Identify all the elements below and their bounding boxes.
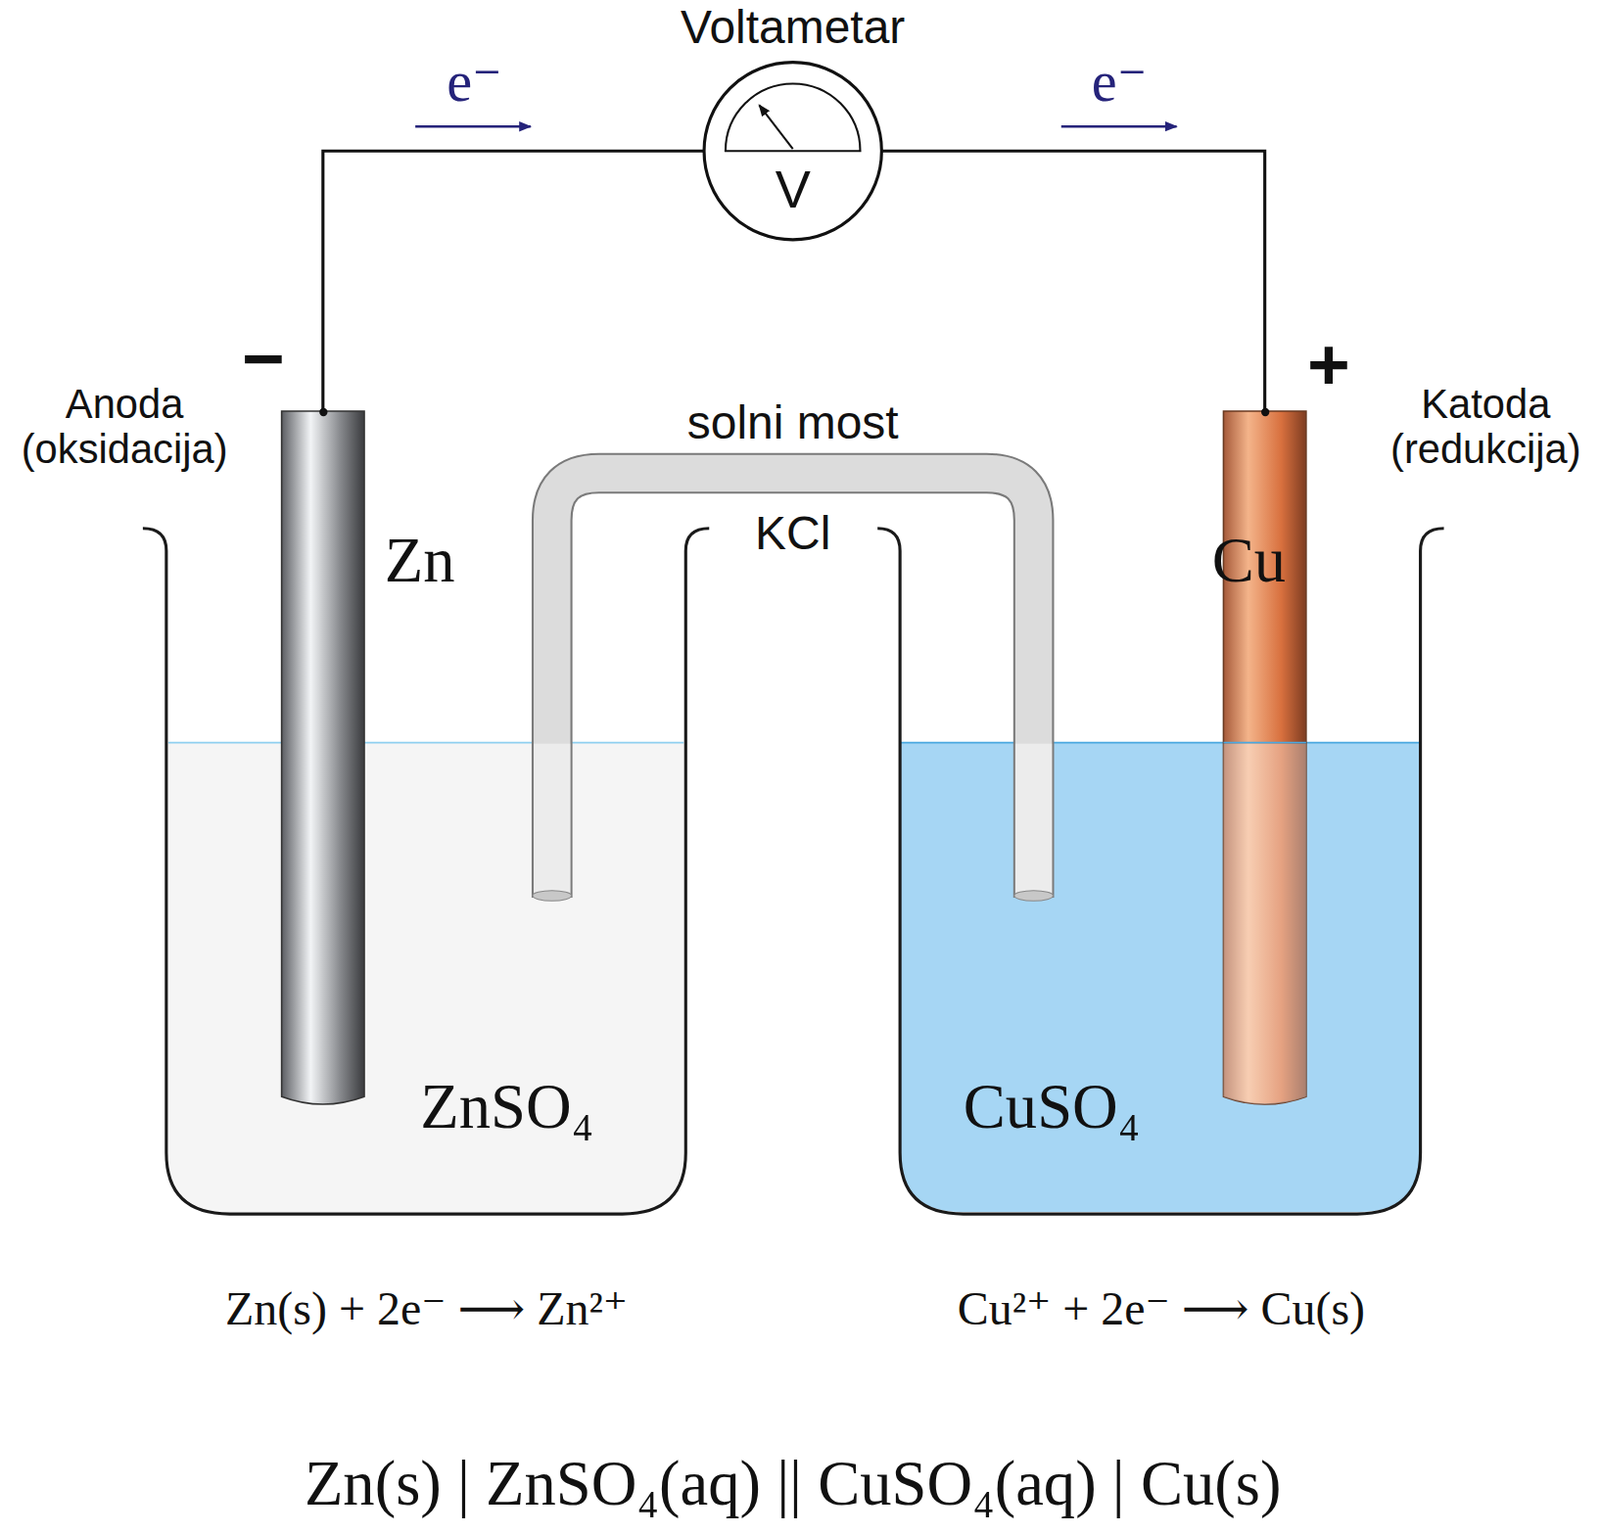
znso4-solution (168, 743, 684, 1213)
electrode-role: Anoda (oksidacija) (3, 381, 245, 472)
electrode-name: Cu (1212, 525, 1286, 596)
part-name: solni most (687, 396, 899, 449)
half-reaction: Cu²⁺ + 2e⁻ ⟶ Cu(s) (957, 1283, 1365, 1336)
electron-arrow (415, 125, 531, 129)
electrolyte-name: CuSO₄ (963, 1071, 1141, 1141)
electrode-name: Zn (384, 525, 456, 596)
copper-submerged (1223, 744, 1306, 1105)
wire (323, 150, 705, 412)
salt-bridge-submerged (1015, 744, 1053, 897)
solution-surface (899, 742, 1420, 745)
zinc-electrode (282, 411, 365, 1105)
salt-bridge-outline (552, 473, 1035, 899)
beaker-outline (142, 528, 709, 1215)
electrode-role: Katoda (redukcija) (1373, 381, 1599, 472)
copper-electrode: Cu (1223, 411, 1306, 1106)
salt-bridge-tube (552, 473, 1035, 899)
copper-half-cell: CuSO₄ (899, 530, 1420, 1213)
cell-notation: Zn(s) | ZnSO₄(aq) || CuSO₄(aq) | Cu(s) (304, 1449, 1282, 1519)
polarity-sign: + (1307, 324, 1351, 406)
salt-bridge: solni mostKCl (532, 454, 1053, 898)
salt-bridge-submerged (533, 744, 571, 897)
zinc-electrode: Zn (282, 411, 365, 1106)
voltmeter-body (704, 62, 882, 240)
voltmeter-symbol: V (775, 160, 811, 220)
electron-arrow (1061, 125, 1177, 129)
voltmeter-dial (725, 83, 861, 151)
instrument-name: Voltametar (680, 0, 905, 53)
electron-label: e⁻ (446, 50, 503, 114)
salt-bridge-frit (532, 891, 572, 901)
solution-surface (168, 742, 684, 745)
wire (881, 150, 1265, 412)
electrolyte-name: KCl (754, 507, 831, 560)
polarity-sign: − (241, 318, 285, 400)
solution-surface (1223, 742, 1306, 745)
voltmeter: VoltametarV (704, 62, 882, 240)
electron-label: e⁻ (1091, 50, 1148, 114)
salt-bridge-frit (1014, 891, 1054, 901)
zinc-half-cell: ZnSO₄ (168, 530, 684, 1213)
copper-electrode (1223, 411, 1306, 1105)
voltmeter-needle (758, 104, 793, 149)
beaker-outline (877, 528, 1444, 1215)
electrolyte-name: ZnSO₄ (420, 1071, 594, 1141)
cuso4-solution (899, 743, 1420, 1213)
half-reaction: Zn(s) + 2e⁻ ⟶ Zn²⁺ (225, 1283, 628, 1336)
